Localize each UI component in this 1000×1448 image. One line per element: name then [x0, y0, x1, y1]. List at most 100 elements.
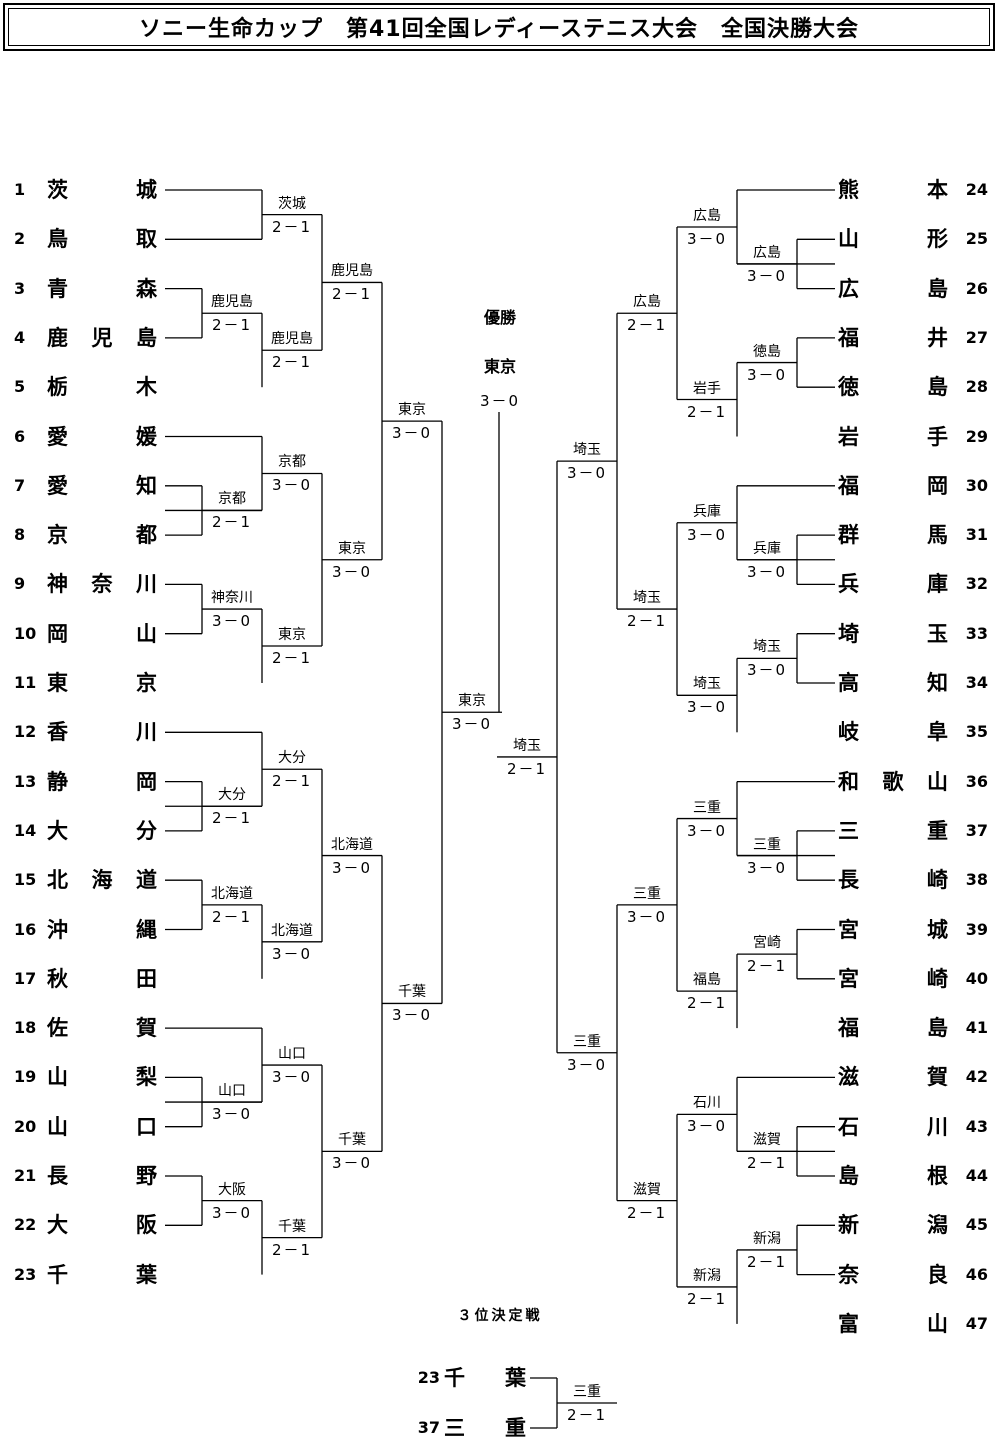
team-number: 38: [965, 870, 988, 890]
team-number: 14: [14, 820, 37, 840]
team-name-char: 森: [136, 276, 157, 301]
team-name: 茨城: [47, 178, 157, 202]
team-name-char: 福: [838, 473, 859, 498]
team-name-char: 京: [136, 671, 157, 695]
team-name-char: 東: [47, 671, 68, 695]
match-score: 2－1: [626, 612, 668, 631]
team-name-char: 児: [91, 325, 113, 350]
team-number: 19: [14, 1067, 37, 1087]
team-name-char: 大: [47, 1213, 68, 1238]
match-score: 3－0: [746, 266, 788, 285]
match-score: 3－0: [686, 1117, 728, 1136]
team-name-char: 島: [838, 1164, 859, 1188]
match-winner: 埼玉: [753, 639, 781, 656]
match-score: 2－1: [686, 994, 728, 1013]
team-name: 福岡: [838, 474, 948, 498]
match-score: 2－1: [746, 1252, 788, 1271]
team-name: 長崎: [838, 868, 948, 892]
team-number: 32: [965, 574, 988, 594]
team-name-char: 北: [47, 868, 68, 893]
team-name-char: 縄: [136, 917, 157, 942]
team-name-char: 岩: [838, 424, 859, 449]
team-name-char: 阜: [927, 720, 948, 745]
third-place-label: ３位決定戦: [457, 1308, 543, 1324]
team-name-char: 葉: [505, 1366, 526, 1390]
team-number: 24: [965, 180, 988, 199]
team-number: 27: [965, 327, 988, 347]
team-name: 沖縄: [47, 918, 157, 942]
team-number: 1: [14, 180, 26, 199]
team-number: 2: [14, 229, 26, 249]
team-name-char: 沖: [47, 917, 68, 942]
team-name: 福井: [838, 326, 948, 350]
team-name-char: 鳥: [47, 227, 68, 252]
team-name: 熊本: [838, 178, 948, 202]
team-name-char: 潟: [927, 1213, 948, 1238]
team-number: 31: [965, 525, 988, 545]
team-number: 41: [965, 1018, 988, 1038]
match-score: 3－0: [686, 229, 728, 248]
team-name-char: 知: [136, 473, 157, 498]
team-name: 秋田: [47, 967, 157, 991]
match-winner: 新潟: [693, 1267, 721, 1284]
team-name: 和歌山: [838, 770, 948, 794]
team-number: 40: [965, 968, 988, 988]
match-score: 2－1: [331, 285, 373, 304]
team-name-char: 阪: [136, 1213, 157, 1238]
match-score: 2－1: [746, 957, 788, 976]
team-number: 4: [14, 327, 26, 347]
team-name-char: 島: [927, 1016, 948, 1041]
team-name: 島根: [838, 1164, 948, 1188]
match-winner: 大阪: [218, 1181, 246, 1198]
team-number: 7: [14, 475, 26, 495]
team-name: 愛知: [47, 474, 157, 498]
team-number: 23: [14, 1264, 37, 1284]
match-winner: 大分: [218, 787, 246, 804]
team-name: 青森: [47, 277, 157, 301]
team-name: 宮崎: [838, 967, 948, 991]
match-winner: 埼玉: [693, 676, 721, 693]
team-name: 千葉: [47, 1263, 157, 1287]
team-name-char: 広: [838, 276, 859, 301]
match-score: 3－0: [211, 1203, 253, 1222]
match-winner: 三重: [753, 836, 781, 853]
team-name-char: 分: [136, 818, 157, 843]
match-score: 3－0: [331, 858, 373, 877]
team-name-char: 島: [927, 375, 948, 400]
team-number: 17: [14, 968, 37, 988]
team-name: 石川: [838, 1115, 948, 1139]
match-winner: 北海道: [211, 885, 253, 902]
team-name-char: 取: [136, 227, 157, 252]
match-winner: 滋賀: [753, 1132, 781, 1149]
team-number: 5: [14, 377, 26, 397]
team-name: 神奈川: [47, 572, 157, 596]
team-name: 三重: [838, 819, 948, 843]
team-name: 香川: [47, 720, 157, 744]
match-winner: 埼玉: [513, 737, 541, 754]
team-number: 10: [14, 623, 37, 643]
match-winner: 岩手: [693, 380, 721, 397]
team-name-char: 形: [927, 227, 948, 252]
match-winner: 新潟: [753, 1230, 781, 1247]
team-name-char: 川: [136, 572, 157, 597]
third-place-team: 三重: [444, 1416, 526, 1440]
match-winner: 三重: [693, 799, 721, 816]
team-name-char: 賀: [927, 1065, 948, 1090]
team-name: 新潟: [838, 1213, 948, 1237]
team-name-char: 本: [927, 178, 948, 202]
match-score: 2－1: [626, 316, 668, 335]
team-number: 42: [965, 1067, 988, 1087]
team-name-char: 賀: [136, 1016, 157, 1041]
match-score: 2－1: [211, 907, 253, 926]
team-number: 47: [965, 1313, 988, 1333]
team-name-char: 口: [136, 1114, 157, 1139]
match-winner: 北海道: [271, 922, 313, 939]
team-name-char: 島: [136, 325, 157, 350]
team-name-char: 新: [838, 1213, 859, 1238]
match-score: 2－1: [686, 1289, 728, 1308]
team-name-char: 茨: [47, 178, 68, 202]
match-score: 3－0: [331, 562, 373, 581]
match-score: 3－0: [686, 525, 728, 544]
match-score: 3－0: [686, 698, 728, 717]
team-name: 佐賀: [47, 1016, 157, 1040]
